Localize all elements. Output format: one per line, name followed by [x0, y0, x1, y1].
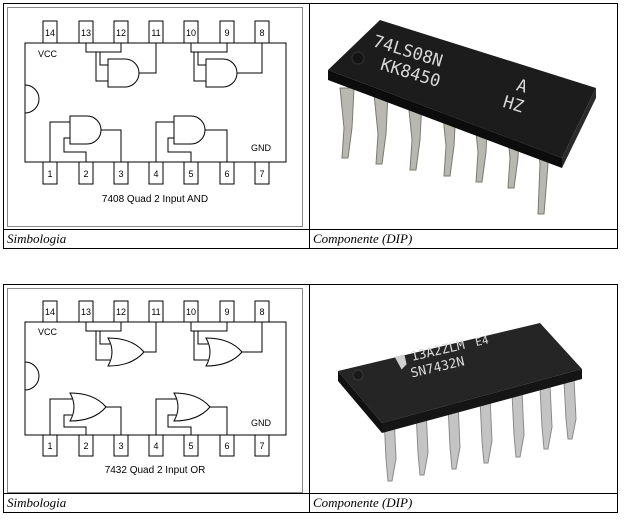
- chip-7432-svg: 13A2ZLM E4 SN7432N: [314, 289, 610, 489]
- pin-7: 7: [259, 169, 264, 179]
- or-diagram-svg: 14 13 12 11 10 9 8 1 2 3 4 5 6 7: [24, 300, 287, 476]
- or-chip-photo: 13A2ZLM E4 SN7432N: [314, 289, 610, 489]
- vcc-label: VCC: [38, 49, 58, 59]
- pin-14: 14: [45, 28, 55, 38]
- or-gates: [49, 322, 263, 435]
- pin-12: 12: [116, 28, 126, 38]
- pin-9: 9: [224, 28, 229, 38]
- and-gates: [49, 43, 263, 162]
- pin-10: 10: [186, 28, 196, 38]
- photo-cell-and: 74LS08N KK8450 A HZ: [309, 3, 618, 230]
- pin-9: 9: [224, 307, 229, 317]
- gnd-label: GND: [251, 418, 272, 428]
- pin-3: 3: [118, 441, 123, 451]
- diagram-title: 7432 Quad 2 Input OR: [105, 465, 206, 476]
- pin-6: 6: [224, 169, 229, 179]
- chip-74ls08-svg: 74LS08N KK8450 A HZ: [314, 8, 610, 224]
- pin-7: 7: [259, 441, 264, 451]
- caption-left: Simbologia: [3, 229, 310, 249]
- pin-13: 13: [81, 307, 91, 317]
- or-logic-diagram: 14 13 12 11 10 9 8 1 2 3 4 5 6 7: [7, 288, 303, 493]
- pin-3: 3: [118, 169, 123, 179]
- pin-6: 6: [224, 441, 229, 451]
- pin-8: 8: [259, 307, 264, 317]
- chip-mark1: E4: [474, 333, 490, 349]
- pin-1: 1: [47, 441, 52, 451]
- pin-4: 4: [153, 441, 158, 451]
- table-or: 14 13 12 11 10 9 8 1 2 3 4 5 6 7: [3, 284, 618, 513]
- vcc-label: VCC: [38, 327, 58, 337]
- diagram-cell-or: 14 13 12 11 10 9 8 1 2 3 4 5 6 7: [3, 284, 310, 494]
- diagram-cell-and: 14 13 12 11 10 9 8 1 2 3 4 5 6 7: [3, 3, 310, 230]
- diagram-title: 7408 Quad 2 Input AND: [102, 194, 208, 205]
- pin-12: 12: [116, 307, 126, 317]
- and-diagram-svg: 14 13 12 11 10 9 8 1 2 3 4 5 6 7: [24, 20, 287, 205]
- table-and: 14 13 12 11 10 9 8 1 2 3 4 5 6 7: [3, 3, 618, 249]
- pin-1: 1: [47, 169, 52, 179]
- pin-13: 13: [81, 28, 91, 38]
- and-logic-diagram: 14 13 12 11 10 9 8 1 2 3 4 5 6 7: [7, 7, 303, 227]
- pin-14: 14: [45, 307, 55, 317]
- pin-8: 8: [259, 28, 264, 38]
- pin-11: 11: [151, 307, 160, 317]
- pin-2: 2: [83, 441, 88, 451]
- pin-4: 4: [153, 169, 158, 179]
- pin-11: 11: [151, 28, 160, 38]
- pin-5: 5: [188, 441, 193, 451]
- caption-right: Componente (DIP): [309, 493, 618, 513]
- photo-cell-or: 13A2ZLM E4 SN7432N: [309, 284, 618, 494]
- caption-right: Componente (DIP): [309, 229, 618, 249]
- pin-5: 5: [188, 169, 193, 179]
- pin-2: 2: [83, 169, 88, 179]
- and-chip-photo: 74LS08N KK8450 A HZ: [314, 8, 610, 224]
- pin-10: 10: [186, 307, 196, 317]
- caption-left: Simbologia: [3, 493, 310, 513]
- gnd-label: GND: [251, 143, 272, 153]
